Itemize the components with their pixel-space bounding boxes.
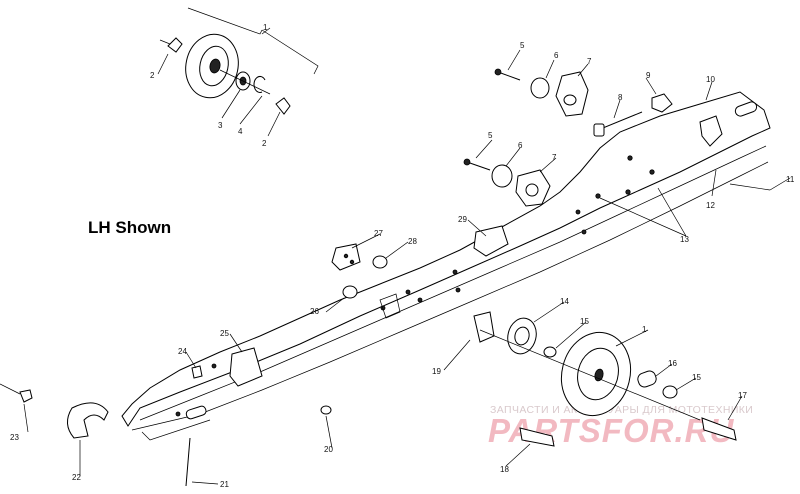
callout-13: 13 xyxy=(680,235,689,244)
callout-26: 26 xyxy=(310,307,319,316)
upper-mount-group xyxy=(463,68,673,207)
callout-28: 28 xyxy=(408,237,417,246)
front-wheel-group xyxy=(473,311,701,421)
callout-18: 18 xyxy=(500,465,509,474)
callout-14: 14 xyxy=(560,297,569,306)
callout-7-upper: 7 xyxy=(587,57,592,66)
slide-rail xyxy=(121,91,771,441)
callout-23: 23 xyxy=(10,433,19,442)
callout-15-right: 15 xyxy=(692,373,701,382)
watermark-caption: ЗАПЧАСТИ И АКСЕССУАРЫ ДЛЯ МОТОТЕХНИКИ xyxy=(490,404,753,416)
callout-6-lower: 6 xyxy=(518,141,523,150)
callout-16: 16 xyxy=(668,359,677,368)
callout-29: 29 xyxy=(458,215,467,224)
callout-5-lower: 5 xyxy=(488,131,493,140)
callout-1-front: 1 xyxy=(642,325,647,334)
callout-1-top: 1 xyxy=(263,23,268,32)
callout-20: 20 xyxy=(324,445,333,454)
callout-22: 22 xyxy=(72,473,81,482)
callout-4: 4 xyxy=(238,127,243,136)
callout-2-right: 2 xyxy=(262,139,267,148)
callout-15-left: 15 xyxy=(580,317,589,326)
callout-9: 9 xyxy=(646,71,651,80)
brackets-group xyxy=(331,225,509,299)
callout-19: 19 xyxy=(432,367,441,376)
callout-6-upper: 6 xyxy=(554,51,559,60)
callout-labels: 1 2 3 4 2 5 6 7 8 9 10 5 6 7 11 12 13 29… xyxy=(10,23,795,489)
callout-2-left: 2 xyxy=(150,71,155,80)
callout-7-lower: 7 xyxy=(552,153,557,162)
callout-12: 12 xyxy=(706,201,715,210)
callout-24: 24 xyxy=(178,347,187,356)
callout-27: 27 xyxy=(374,229,383,238)
callout-3: 3 xyxy=(218,121,223,130)
callout-10: 10 xyxy=(706,75,715,84)
callout-25: 25 xyxy=(220,329,229,338)
diagram-title: LH Shown xyxy=(88,218,171,237)
leader-lines xyxy=(0,27,791,485)
callout-11: 11 xyxy=(786,175,795,184)
callout-17: 17 xyxy=(738,391,747,400)
front-end-group xyxy=(19,347,737,487)
callout-8: 8 xyxy=(618,93,623,102)
callout-5-upper: 5 xyxy=(520,41,525,50)
callout-21: 21 xyxy=(220,480,229,489)
rear-idler-group xyxy=(159,7,319,115)
